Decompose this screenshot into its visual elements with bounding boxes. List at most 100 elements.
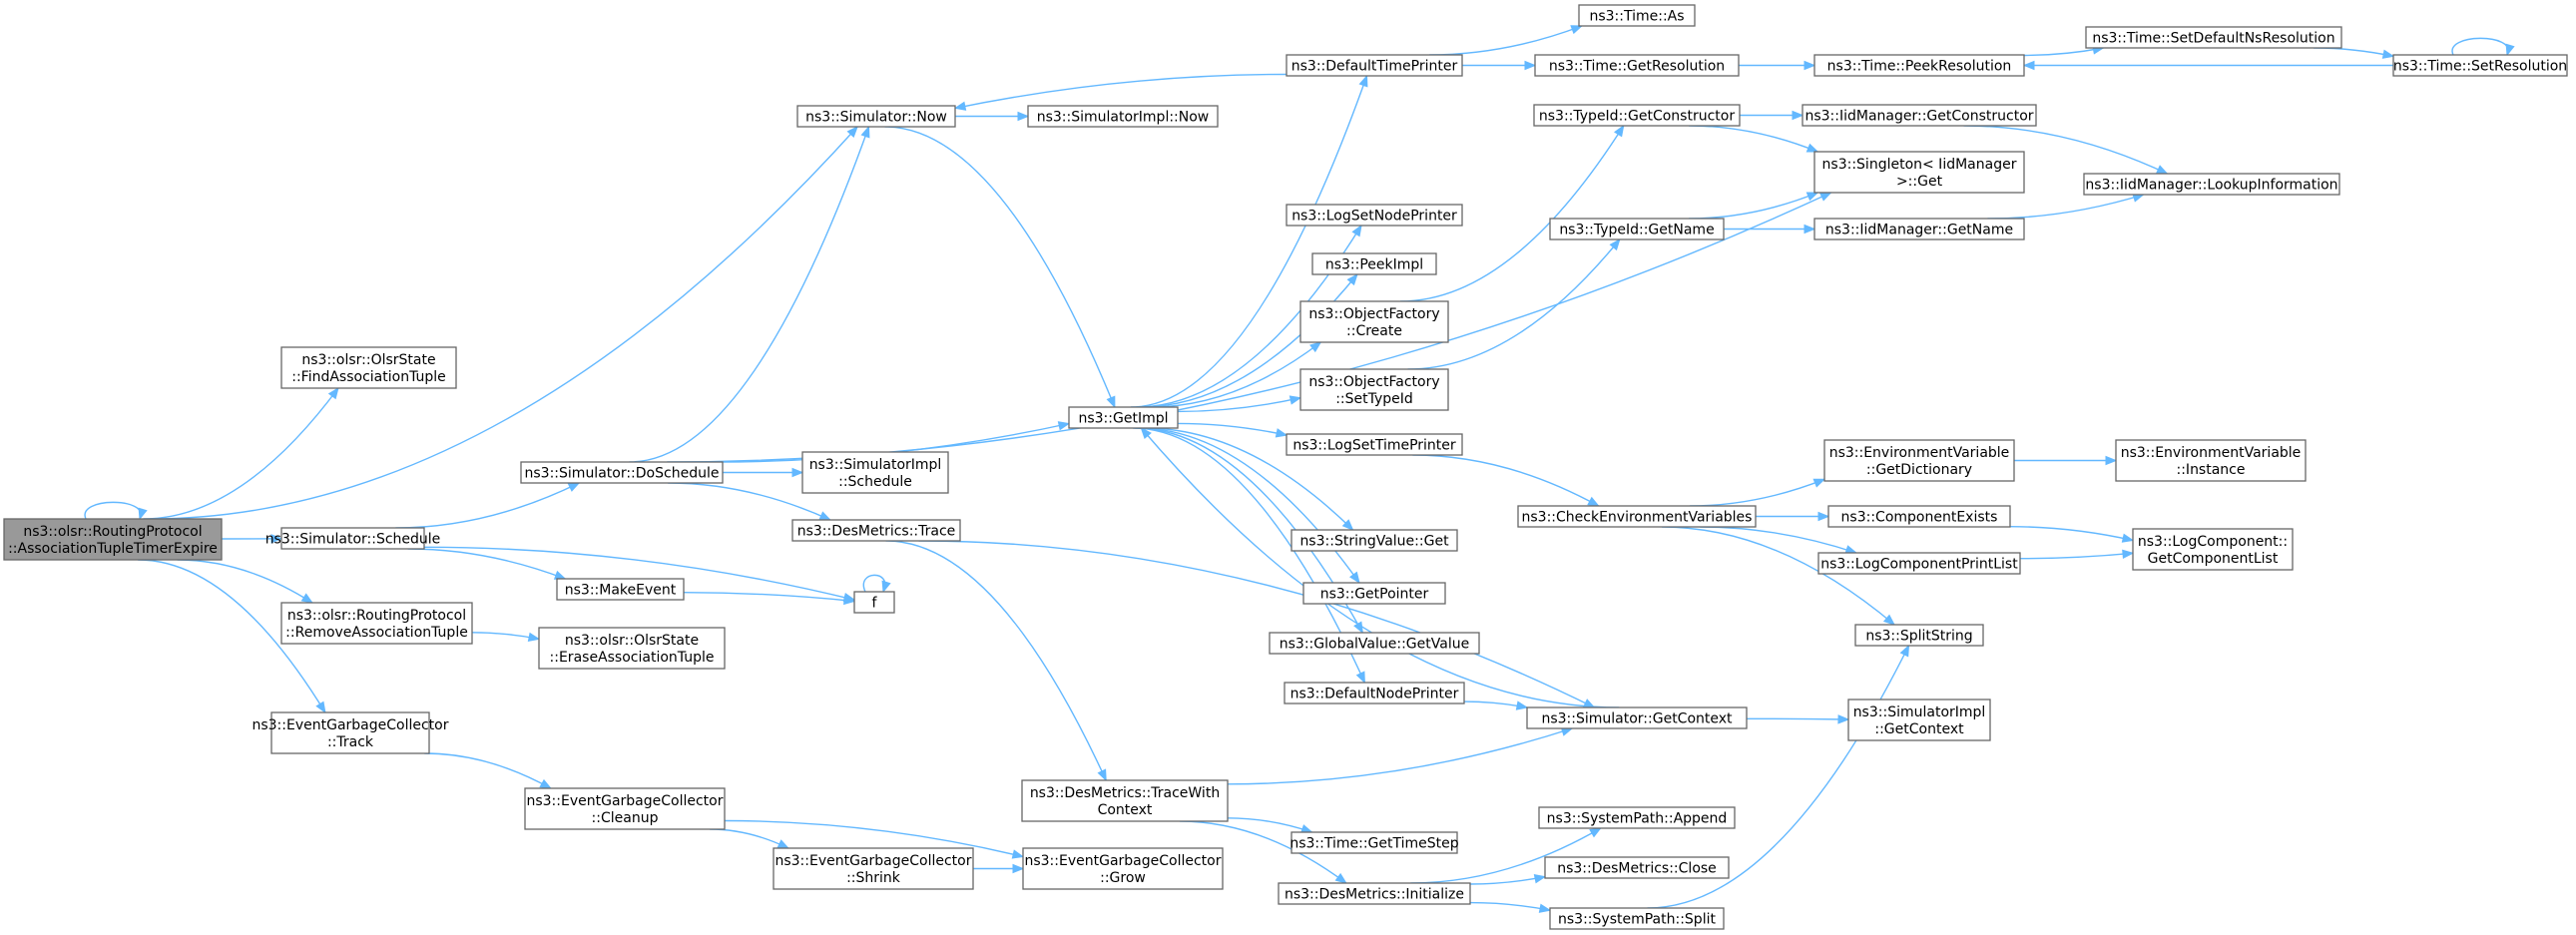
node-box	[1802, 104, 2037, 127]
graph-node-iidGetName[interactable]: ns3::IidManager::GetName	[1813, 218, 2025, 240]
call-graph-nodes: ns3::olsr::RoutingProtocol::AssociationT…	[3, 4, 2568, 930]
graph-node-singletonGet[interactable]: ns3::Singleton< IidManager >::Get	[1813, 151, 2025, 194]
node-label: ns3::olsr::OlsrState	[565, 633, 699, 649]
node-box	[1286, 54, 1463, 77]
graph-node-typeIdGetName[interactable]: ns3::TypeId::GetName	[1549, 218, 1725, 240]
graph-node-logCompGetList[interactable]: ns3::LogComponent::GetComponentList	[2132, 528, 2294, 571]
graph-node-simGetContext[interactable]: ns3::Simulator::GetContext	[1526, 706, 1748, 729]
node-label: ns3::IidManager::GetConstructor	[1804, 109, 2033, 125]
edge-checkEnv-to-envGetDict	[1690, 478, 1826, 507]
graph-node-egcTrack[interactable]: ns3::EventGarbageCollector::Track	[252, 711, 449, 754]
node-label: Context	[1098, 802, 1153, 818]
edge-timeGetRes-to-timePeekRes	[1739, 60, 1816, 71]
edge-defTimePrinter-to-timeAs	[1429, 25, 1584, 56]
edge-doSchedule-to-simImplSchedule	[723, 467, 804, 478]
node-label: ns3::IidManager::GetName	[1825, 223, 2013, 238]
graph-node-sysPathSplit[interactable]: ns3::SystemPath::Split	[1549, 907, 1725, 930]
graph-node-componentExists[interactable]: ns3::ComponentExists	[1827, 505, 2011, 528]
graph-node-desInit[interactable]: ns3::DesMetrics::Initialize	[1278, 882, 1471, 905]
graph-node-egcCleanup[interactable]: ns3::EventGarbageCollector::Cleanup	[524, 787, 726, 830]
graph-node-simSchedule[interactable]: ns3::Simulator::Schedule	[265, 527, 441, 550]
graph-node-iidGetCtor[interactable]: ns3::IidManager::GetConstructor	[1802, 104, 2037, 127]
node-label: ns3::TypeId::GetConstructor	[1539, 109, 1735, 125]
graph-node-ofCreate[interactable]: ns3::ObjectFactory::Create	[1299, 300, 1449, 343]
node-label: ns3::SimulatorImpl::Now	[1037, 110, 1210, 126]
edge-iidGetName-to-iidLookupInfo	[1987, 193, 2145, 220]
graph-node-defTimePrinter[interactable]: ns3::DefaultTimePrinter	[1286, 54, 1463, 77]
node-label: ns3::Simulator::Now	[805, 110, 947, 126]
graph-node-findAssoc[interactable]: ns3::olsr::OlsrState::FindAssociationTup…	[280, 346, 457, 389]
graph-node-checkEnv[interactable]: ns3::CheckEnvironmentVariables	[1517, 505, 1757, 528]
graph-node-simNow[interactable]: ns3::Simulator::Now	[796, 105, 956, 128]
edge-desTrace-to-simGetContext	[918, 540, 1596, 708]
graph-node-makeEvent[interactable]: ns3::MakeEvent	[556, 578, 685, 601]
node-label: ns3::Time::As	[1589, 9, 1684, 25]
graph-node-splitString[interactable]: ns3::SplitString	[1854, 624, 1984, 647]
graph-node-envGetDict[interactable]: ns3::EnvironmentVariable::GetDictionary	[1823, 439, 2015, 482]
graph-node-getPointer[interactable]: ns3::GetPointer	[1302, 582, 1446, 605]
node-box	[280, 602, 473, 645]
graph-node-ofSetTypeId[interactable]: ns3::ObjectFactory::SetTypeId	[1299, 368, 1449, 411]
graph-node-timeGetTimeStep[interactable]: ns3::Time::GetTimeStep	[1289, 831, 1459, 854]
node-label: ns3::Singleton< IidManager	[1822, 157, 2017, 173]
graph-node-egcShrink[interactable]: ns3::EventGarbageCollector::Shrink	[773, 847, 974, 890]
graph-node-timeAs[interactable]: ns3::Time::As	[1578, 4, 1696, 27]
graph-node-getImpl[interactable]: ns3::GetImpl	[1068, 406, 1179, 429]
graph-node-removeAssoc[interactable]: ns3::olsr::RoutingProtocol::RemoveAssoci…	[280, 602, 473, 645]
graph-node-timeSetDefaultNs[interactable]: ns3::Time::SetDefaultNsResolution	[2085, 26, 2342, 49]
node-label: ::Shrink	[846, 870, 901, 886]
graph-node-simImplNow[interactable]: ns3::SimulatorImpl::Now	[1027, 105, 1219, 128]
node-box	[1302, 582, 1446, 605]
node-box	[1549, 907, 1725, 930]
edge-doSchedule-to-simNow	[629, 125, 870, 463]
graph-node-iidLookupInfo[interactable]: ns3::IidManager::LookupInformation	[2083, 173, 2340, 196]
graph-node-typeIdGetCtor[interactable]: ns3::TypeId::GetConstructor	[1533, 104, 1741, 127]
graph-node-logCompPrintList[interactable]: ns3::LogComponentPrintList	[1817, 552, 2021, 575]
graph-node-desTrace[interactable]: ns3::DesMetrics::Trace	[791, 519, 961, 542]
graph-node-defNodePrinter[interactable]: ns3::DefaultNodePrinter	[1284, 682, 1465, 704]
node-box	[1027, 105, 1219, 128]
node-label: ::Track	[327, 734, 374, 750]
graph-node-simImplSchedule[interactable]: ns3::SimulatorImpl::Schedule	[801, 451, 949, 494]
node-label: ns3::LogComponentPrintList	[1820, 557, 2018, 573]
edge-makeEvent-to-f	[683, 592, 856, 606]
graph-node-peekImpl[interactable]: ns3::PeekImpl	[1311, 252, 1437, 275]
node-label: ns3::EventGarbageCollector	[1024, 853, 1221, 869]
node-label: ::Cleanup	[592, 810, 659, 826]
node-box	[524, 787, 726, 830]
node-label: ns3::Simulator::Schedule	[265, 532, 441, 548]
graph-node-logSetTimePrinter[interactable]: ns3::LogSetTimePrinter	[1286, 433, 1463, 456]
node-label: >::Get	[1896, 174, 1943, 190]
graph-node-stringValueGet[interactable]: ns3::StringValue::Get	[1290, 529, 1458, 552]
graph-node-envInstance[interactable]: ns3::EnvironmentVariable::Instance	[2115, 439, 2307, 482]
edge-root-to-removeAssoc	[177, 559, 314, 604]
graph-node-sysPathAppend[interactable]: ns3::SystemPath::Append	[1538, 806, 1736, 829]
node-label: ns3::SystemPath::Append	[1547, 811, 1728, 827]
edge-typeIdGetName-to-singletonGet	[1689, 192, 1819, 220]
edge-egcCleanup-to-egcGrow	[724, 819, 1025, 859]
node-box	[1526, 706, 1748, 729]
graph-node-simImplGetContext[interactable]: ns3::SimulatorImpl::GetContext	[1847, 699, 1991, 741]
edge-getImpl-to-ofCreate	[1150, 341, 1322, 408]
graph-node-logSetNodePrinter[interactable]: ns3::LogSetNodePrinter	[1286, 204, 1463, 227]
node-label: ns3::GetImpl	[1078, 411, 1168, 427]
edge-getImpl-to-logSetTimePrinter	[1177, 422, 1288, 438]
node-label: ns3::Time::GetTimeStep	[1289, 836, 1458, 852]
graph-node-doSchedule[interactable]: ns3::Simulator::DoSchedule	[520, 461, 724, 484]
edge-logCompPrintList-to-logCompGetList	[2019, 549, 2135, 560]
graph-node-f[interactable]: f	[853, 591, 895, 614]
edge-desTraceWith-to-simGetContext	[1227, 726, 1574, 785]
node-label: ns3::olsr::RoutingProtocol	[23, 524, 202, 540]
graph-node-timePeekRes[interactable]: ns3::Time::PeekResolution	[1813, 54, 2025, 77]
graph-node-timeGetRes[interactable]: ns3::Time::GetResolution	[1534, 54, 1740, 77]
node-label: ns3::ComponentExists	[1841, 510, 1998, 526]
node-label: ns3::CheckEnvironmentVariables	[1522, 510, 1753, 526]
graph-node-egcGrow[interactable]: ns3::EventGarbageCollector::Grow	[1022, 847, 1224, 890]
graph-node-root[interactable]: ns3::olsr::RoutingProtocol::AssociationT…	[3, 518, 223, 561]
edge-logSetTimePrinter-to-checkEnv	[1412, 454, 1600, 507]
graph-node-timeSetRes[interactable]: ns3::Time::SetResolution	[2392, 54, 2568, 77]
graph-node-eraseAssoc[interactable]: ns3::olsr::OlsrState::EraseAssociationTu…	[538, 627, 726, 670]
graph-node-globalValueGet[interactable]: ns3::GlobalValue::GetValue	[1269, 632, 1480, 655]
graph-node-desClose[interactable]: ns3::DesMetrics::Close	[1544, 856, 1730, 879]
